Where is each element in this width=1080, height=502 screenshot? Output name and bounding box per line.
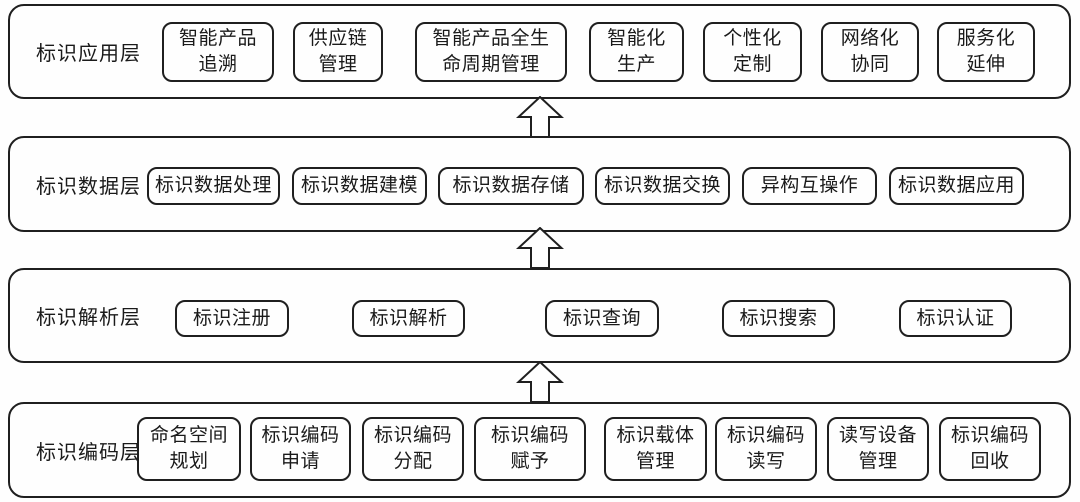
node-code-assignment: 标识编码 赋予 — [474, 417, 586, 481]
node-smart-product-trace: 智能产品 追溯 — [162, 22, 274, 82]
layer-application: 标识应用层 智能产品 追溯 供应链 管理 智能产品全生 命周期管理 智能化 生产… — [8, 4, 1071, 99]
up-arrow-icon — [516, 361, 564, 403]
layer-application-label: 标识应用层 — [36, 43, 141, 65]
node-product-lifecycle-mgmt: 智能产品全生 命周期管理 — [415, 22, 567, 82]
node-smart-production: 智能化 生产 — [589, 22, 684, 82]
up-arrow-icon — [516, 96, 564, 138]
node-carrier-mgmt: 标识载体 管理 — [604, 417, 707, 481]
node-id-registration: 标识注册 — [175, 300, 289, 337]
node-networked-collaboration: 网络化 协同 — [821, 22, 919, 82]
layer-encoding: 标识编码层 命名空间 规划 标识编码 申请 标识编码 分配 标识编码 赋予 标识… — [8, 402, 1071, 498]
up-arrow-icon — [516, 227, 564, 269]
layer-resolution-label: 标识解析层 — [36, 307, 141, 329]
node-supply-chain-mgmt: 供应链 管理 — [293, 22, 383, 82]
node-data-processing: 标识数据处理 — [147, 167, 280, 205]
node-code-recycling: 标识编码 回收 — [939, 417, 1041, 481]
node-data-storage: 标识数据存储 — [438, 167, 584, 205]
node-data-modeling: 标识数据建模 — [292, 167, 427, 205]
layer-encoding-label: 标识编码层 — [36, 441, 141, 464]
node-id-query: 标识查询 — [545, 300, 659, 337]
node-reader-device-mgmt: 读写设备 管理 — [827, 417, 929, 481]
layer-resolution: 标识解析层 标识注册 标识解析 标识查询 标识搜索 标识认证 — [8, 268, 1071, 363]
node-id-resolution: 标识解析 — [352, 300, 465, 337]
node-id-search: 标识搜索 — [722, 300, 835, 337]
node-id-authentication: 标识认证 — [899, 300, 1012, 337]
node-heterogeneous-interop: 异构互操作 — [742, 167, 877, 205]
layer-data: 标识数据层 标识数据处理 标识数据建模 标识数据存储 标识数据交换 异构互操作 … — [8, 136, 1071, 232]
node-code-allocation: 标识编码 分配 — [362, 417, 464, 481]
node-code-read-write: 标识编码 读写 — [715, 417, 817, 481]
node-personalized-customization: 个性化 定制 — [703, 22, 802, 82]
node-namespace-planning: 命名空间 规划 — [137, 417, 241, 481]
node-code-application: 标识编码 申请 — [250, 417, 351, 481]
node-data-application: 标识数据应用 — [889, 167, 1024, 205]
node-data-exchange: 标识数据交换 — [595, 167, 730, 205]
layer-data-label: 标识数据层 — [36, 175, 141, 198]
node-service-extension: 服务化 延伸 — [937, 22, 1035, 82]
